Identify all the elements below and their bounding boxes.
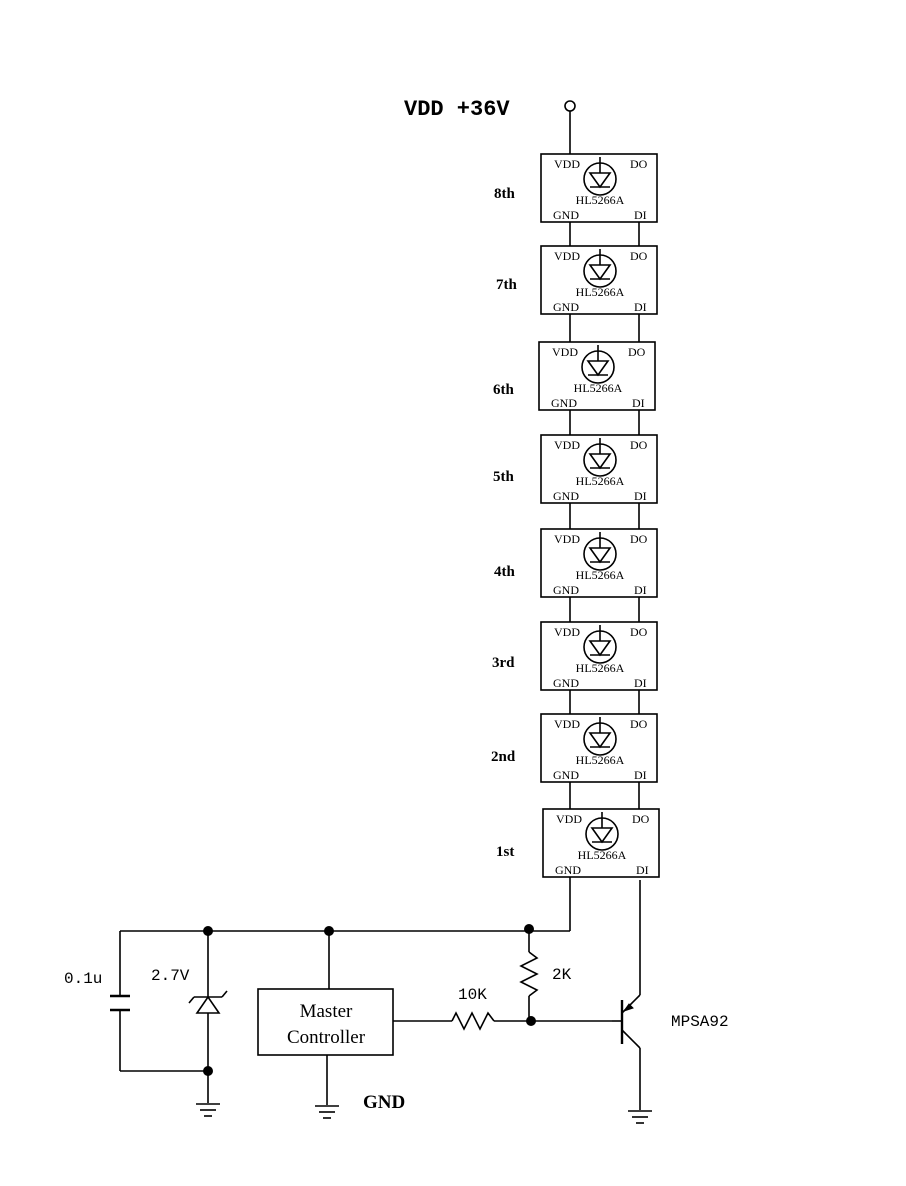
pin-vdd-label: VDD [556,812,582,826]
order-label: 4th [494,564,515,580]
led-driver-box [540,245,658,315]
pin-vdd-label: VDD [554,717,580,731]
pin-vdd-label: VDD [554,532,580,546]
junction-dots [203,924,536,1076]
led-driver-1st: VDD DO GND DI HL5266A [542,808,660,878]
pin-do-label: DO [628,345,646,359]
order-label: 1st [496,844,514,860]
pin-di-label: DI [634,583,647,597]
pin-do-label: DO [632,812,650,826]
led-icon [583,438,617,477]
pin-gnd-label: GND [553,768,579,782]
pin-di-label: DI [636,863,649,877]
pin-vdd-label: VDD [554,157,580,171]
pin-di-label: DI [632,396,645,410]
pin-vdd-label: VDD [554,249,580,263]
transistor-symbol [612,880,641,1110]
pin-do-label: DO [630,717,648,731]
pin-do-label: DO [630,438,648,452]
pin-gnd-label: GND [553,676,579,690]
ground-symbol-zener [196,1103,220,1117]
pin-vdd-label: VDD [554,438,580,452]
resistor-10k-label: 10K [458,986,487,1004]
led-driver-2nd: VDD DO GND DI HL5266A [540,713,658,783]
order-label: 3rd [492,655,515,671]
pin-di-label: DI [634,676,647,690]
pin-do-label: DO [630,157,648,171]
part-number-label: HL5266A [576,568,625,582]
supply-label: VDD +36V [404,97,510,122]
part-number-label: HL5266A [576,661,625,675]
order-label: 6th [493,382,514,398]
pin-do-label: DO [630,532,648,546]
led-driver-4th: VDD DO GND DI HL5266A [540,528,658,598]
order-label: 2nd [491,749,516,765]
ground-symbol-controller [315,1105,339,1119]
capacitor-symbol [110,994,130,1012]
led-icon [583,717,617,756]
led-icon [583,249,617,288]
resistor-2k-symbol [519,931,539,1021]
resistor-2k-label: 2K [552,966,572,984]
controller-label-line1: Master [300,1001,353,1022]
pin-do-label: DO [630,249,648,263]
led-driver-box [540,621,658,691]
order-label: 8th [494,186,515,202]
order-label: 5th [493,469,514,485]
resistor-10k-symbol [393,1011,612,1031]
zener-diode-symbol [188,931,228,1103]
led-driver-3rd: VDD DO GND DI HL5266A [540,621,658,691]
pin-vdd-label: VDD [554,625,580,639]
led-icon [585,812,619,851]
transistor-label: MPSA92 [671,1013,729,1031]
part-number-label: HL5266A [576,285,625,299]
led-driver-8th: VDD DO GND DI HL5266A [540,153,658,223]
led-icon [581,345,615,384]
led-driver-box [542,808,660,878]
part-number-label: HL5266A [576,474,625,488]
pin-gnd-label: GND [555,863,581,877]
pin-gnd-label: GND [551,396,577,410]
ground-rail [119,877,571,1072]
zener-label: 2.7V [151,967,190,985]
supply-terminal [564,100,576,112]
pin-di-label: DI [634,489,647,503]
led-driver-box [540,434,658,504]
order-label: 7th [496,277,517,293]
led-icon [583,157,617,196]
pin-do-label: DO [630,625,648,639]
pin-gnd-label: GND [553,489,579,503]
led-driver-5th: VDD DO GND DI HL5266A [540,434,658,504]
pin-di-label: DI [634,768,647,782]
part-number-label: HL5266A [578,848,627,862]
led-driver-box [538,341,656,411]
pin-vdd-label: VDD [552,345,578,359]
part-number-label: HL5266A [574,381,623,395]
led-driver-7th: VDD DO GND DI HL5266A [540,245,658,315]
pin-gnd-label: GND [553,300,579,314]
pin-di-label: DI [634,208,647,222]
led-driver-box [540,713,658,783]
part-number-label: HL5266A [576,753,625,767]
led-driver-6th: VDD DO GND DI HL5266A [538,341,656,411]
ground-symbol-transistor [628,1110,652,1124]
capacitor-label: 0.1u [64,970,102,988]
led-icon [583,532,617,571]
part-number-label: HL5266A [576,193,625,207]
led-icon [583,625,617,664]
led-driver-box [540,528,658,598]
ground-label: GND [363,1092,405,1113]
pin-di-label: DI [634,300,647,314]
led-driver-box [540,153,658,223]
controller-label-line2: Controller [287,1027,366,1048]
pin-gnd-label: GND [553,208,579,222]
master-controller [257,988,394,1056]
pin-gnd-label: GND [553,583,579,597]
